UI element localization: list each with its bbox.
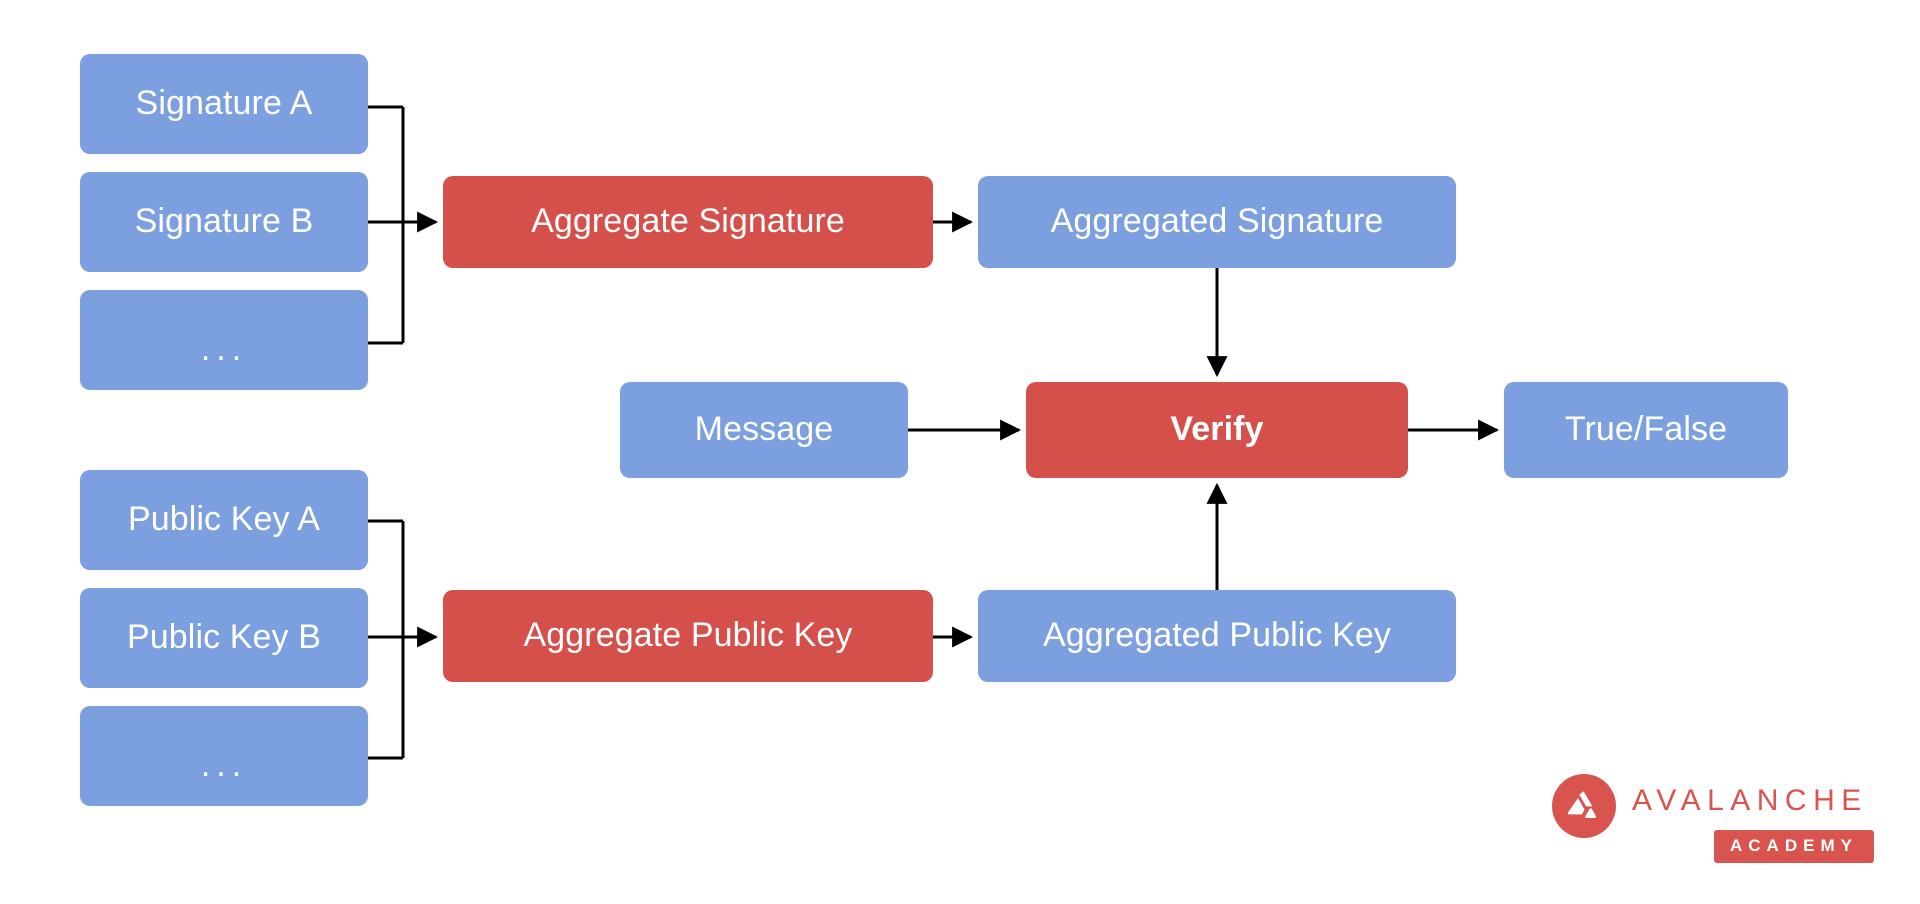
node-label: Public Key B — [127, 618, 321, 657]
node-label: Signature A — [135, 84, 313, 123]
node-label: ... — [200, 745, 248, 784]
node-label: Message — [694, 410, 834, 449]
node-aggregate-signature[interactable]: Aggregate Signature — [443, 176, 933, 268]
node-signature-a[interactable]: Signature A — [80, 54, 368, 154]
node-label: Public Key A — [127, 500, 321, 539]
node-public-key-a[interactable]: Public Key A — [80, 470, 368, 570]
node-aggregated-signature[interactable]: Aggregated Signature — [978, 176, 1456, 268]
node-public-key-ellipsis[interactable]: ... — [80, 706, 368, 806]
node-true-false[interactable]: True/False — [1504, 382, 1788, 478]
node-signature-ellipsis[interactable]: ... — [80, 290, 368, 390]
node-label: ... — [200, 329, 248, 368]
avalanche-academy-logo: AVALANCHE ACADEMY — [1552, 770, 1892, 870]
node-label: Signature B — [134, 202, 314, 241]
logo-wordmark: AVALANCHE — [1632, 784, 1868, 817]
node-aggregate-public-key[interactable]: Aggregate Public Key — [443, 590, 933, 682]
node-verify[interactable]: Verify — [1026, 382, 1408, 478]
node-label: Aggregated Public Key — [1043, 616, 1391, 655]
node-label: Aggregate Public Key — [523, 616, 853, 655]
logo-academy-label: ACADEMY — [1730, 836, 1858, 855]
node-label: Verify — [1170, 410, 1264, 449]
logo-academy-badge: ACADEMY — [1714, 830, 1874, 863]
node-message[interactable]: Message — [620, 382, 908, 478]
edge-signatures-to-aggregate — [368, 105, 439, 345]
node-label: Aggregate Signature — [531, 202, 845, 241]
node-label: True/False — [1564, 410, 1728, 449]
avalanche-triangle-mark-icon — [1552, 774, 1616, 838]
node-public-key-b[interactable]: Public Key B — [80, 588, 368, 688]
node-aggregated-public-key[interactable]: Aggregated Public Key — [978, 590, 1456, 682]
edge-public-keys-to-aggregate — [368, 519, 439, 760]
node-signature-b[interactable]: Signature B — [80, 172, 368, 272]
node-label: Aggregated Signature — [1050, 202, 1384, 241]
